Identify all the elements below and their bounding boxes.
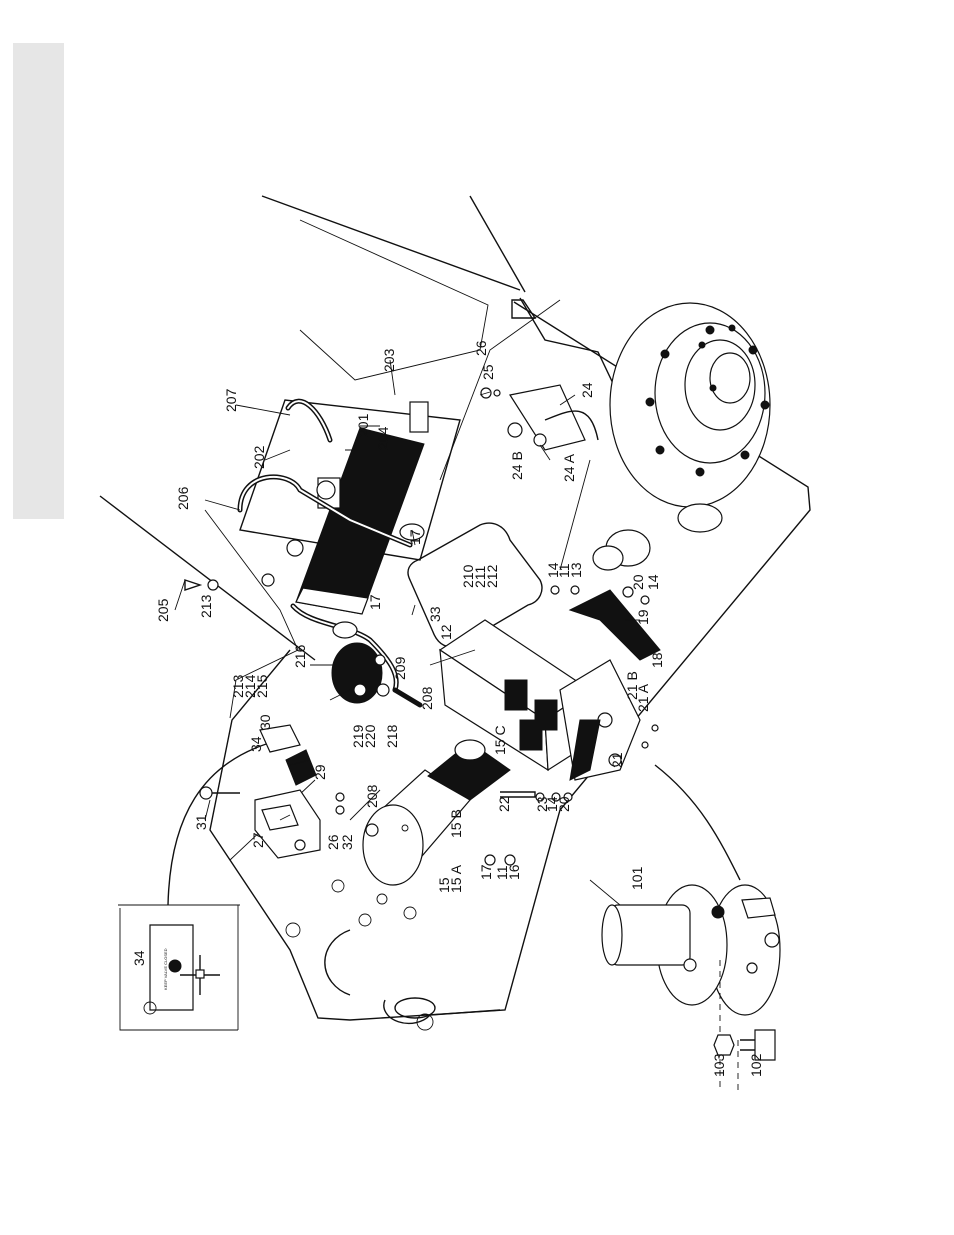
callout-17-top: 17 — [407, 529, 423, 545]
callout-27: 27 — [250, 832, 266, 848]
callout-24: 24 — [579, 382, 595, 398]
callout-20: 20 — [556, 796, 572, 812]
callout-31: 31 — [193, 814, 209, 830]
callout-205: 205 — [155, 598, 171, 622]
callout-101: 101 — [629, 866, 645, 890]
callout-20-top: 20 — [630, 574, 646, 590]
callout-13: 13 — [568, 562, 584, 578]
callout-24b: 24 B — [509, 451, 525, 480]
callout-206: 206 — [175, 486, 191, 510]
callout-18: 18 — [649, 652, 665, 668]
callout-216: 216 — [292, 644, 308, 668]
callout-102: 102 — [748, 1053, 764, 1077]
callout-32: 32 — [339, 834, 355, 850]
callout-22: 22 — [496, 796, 512, 812]
callout-21: 21 — [609, 752, 625, 768]
callout-208-top: 208 — [419, 686, 435, 710]
callout-34-inset: 34 — [131, 950, 147, 966]
hub-flange-icon — [593, 303, 770, 570]
callout-208: 208 — [364, 784, 380, 808]
callout-218: 218 — [384, 724, 400, 748]
callout-17-mid: 17 — [367, 594, 383, 610]
callout-17: 17 — [478, 864, 494, 880]
callout-25: 25 — [480, 364, 496, 380]
callout-29: 29 — [312, 764, 328, 780]
inset-plate: KEEP VALVE CLOSED — [144, 925, 220, 1014]
callout-204: 204 — [375, 426, 391, 450]
callout-103: 103 — [711, 1053, 727, 1077]
callout-24a: 24 A — [561, 453, 577, 482]
plate-text: KEEP VALVE CLOSED — [163, 948, 168, 990]
callout-21b: 21 B — [624, 671, 640, 700]
callout-34: 34 — [248, 736, 264, 752]
callout-202: 202 — [251, 445, 267, 469]
callout-15c: 15 C — [492, 725, 508, 755]
callout-220: 220 — [362, 724, 378, 748]
callout-209: 209 — [392, 656, 408, 680]
callout-12: 12 — [438, 624, 454, 640]
callout-201: 201 — [355, 413, 371, 437]
callout-207: 207 — [223, 388, 239, 412]
callout-19: 19 — [635, 609, 651, 625]
callout-15a: 15 A — [448, 864, 464, 893]
callout-15b: 15 B — [448, 809, 464, 838]
callout-213-top: 213 — [198, 594, 214, 618]
callout-215: 215 — [254, 674, 270, 698]
callout-212: 212 — [484, 564, 500, 588]
callout-26-top: 26 — [473, 340, 489, 356]
callout-14-right: 14 — [645, 574, 661, 590]
callout-30: 30 — [257, 714, 273, 730]
callout-203: 203 — [381, 348, 397, 372]
callout-16: 16 — [506, 864, 522, 880]
callout-33: 33 — [427, 606, 443, 622]
